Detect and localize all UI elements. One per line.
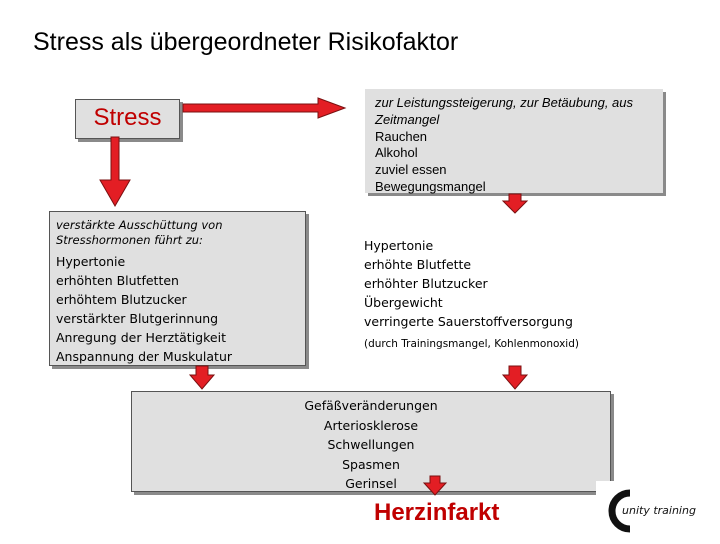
cause-item: Rauchen: [375, 128, 428, 144]
logo-mark: unity training: [608, 489, 696, 533]
stress-label: Stress: [93, 104, 162, 131]
slide-title: Stress als übergeordneter Risikofaktor: [33, 28, 459, 56]
vascular-changes-box: [131, 391, 611, 492]
effect-item: erhöhten Blutfetten: [56, 273, 179, 288]
outcome-label: Herzinfarkt: [374, 499, 500, 526]
effect-item: erhöhtem Blutzucker: [56, 292, 187, 307]
behavior-causes-box: [365, 89, 663, 193]
arrow-down-icon: [501, 193, 529, 214]
effects-intro: verstärkte Ausschüttung von Stresshormon…: [56, 218, 223, 247]
stress-box: [75, 99, 180, 139]
vascular-changes-text: Gefäßveränderungen Arteriosklerose Schwe…: [131, 396, 611, 494]
result-item: Schwellungen: [327, 437, 415, 453]
hormone-effects-text: verstärkte Ausschüttung von Stresshormon…: [56, 218, 256, 366]
risk-item: Hypertonie: [364, 238, 434, 253]
effect-item: verstärkter Blutgerinnung: [56, 311, 219, 326]
unity-training-logo: unity training: [596, 481, 720, 540]
arrow-down-icon: [422, 475, 448, 496]
risk-item: verringerte Sauerstoffversorgung: [364, 314, 573, 329]
risk-factors-text: Hypertonie erhöhte Blutfette erhöhter Bl…: [364, 236, 579, 354]
risk-item: erhöhte Blutfette: [364, 257, 472, 272]
effect-item: Anspannung der Muskulatur: [56, 349, 233, 364]
effect-item: Anregung der Herztätigkeit: [56, 330, 226, 345]
effect-item: Hypertonie: [56, 254, 126, 269]
arrow-right-icon: [182, 97, 347, 119]
arrow-down-icon: [99, 136, 131, 208]
hormone-effects-box: [49, 211, 306, 366]
behavior-causes-text: zur Leistungssteigerung, zur Betäubung, …: [375, 95, 645, 196]
causes-note: zur Leistungssteigerung, zur Betäubung, …: [375, 95, 634, 127]
result-item: Spasmen: [342, 456, 400, 472]
cause-item: Alkohol: [375, 145, 418, 161]
result-item: Arteriosklerose: [323, 417, 419, 433]
risk-item: Übergewicht: [364, 295, 443, 310]
risk-item: erhöhter Blutzucker: [364, 276, 488, 291]
result-item: Gerinsel: [345, 476, 397, 492]
logo-text: unity training: [622, 504, 696, 517]
cause-item: Bewegungsmangel: [375, 178, 486, 194]
risk-note: (durch Trainingsmangel, Kohlenmonoxid): [364, 338, 579, 350]
cause-item: zuviel essen: [375, 162, 447, 178]
result-item: Gefäßveränderungen: [304, 398, 438, 413]
arrow-down-icon: [188, 365, 216, 390]
arrow-down-icon: [501, 365, 529, 390]
